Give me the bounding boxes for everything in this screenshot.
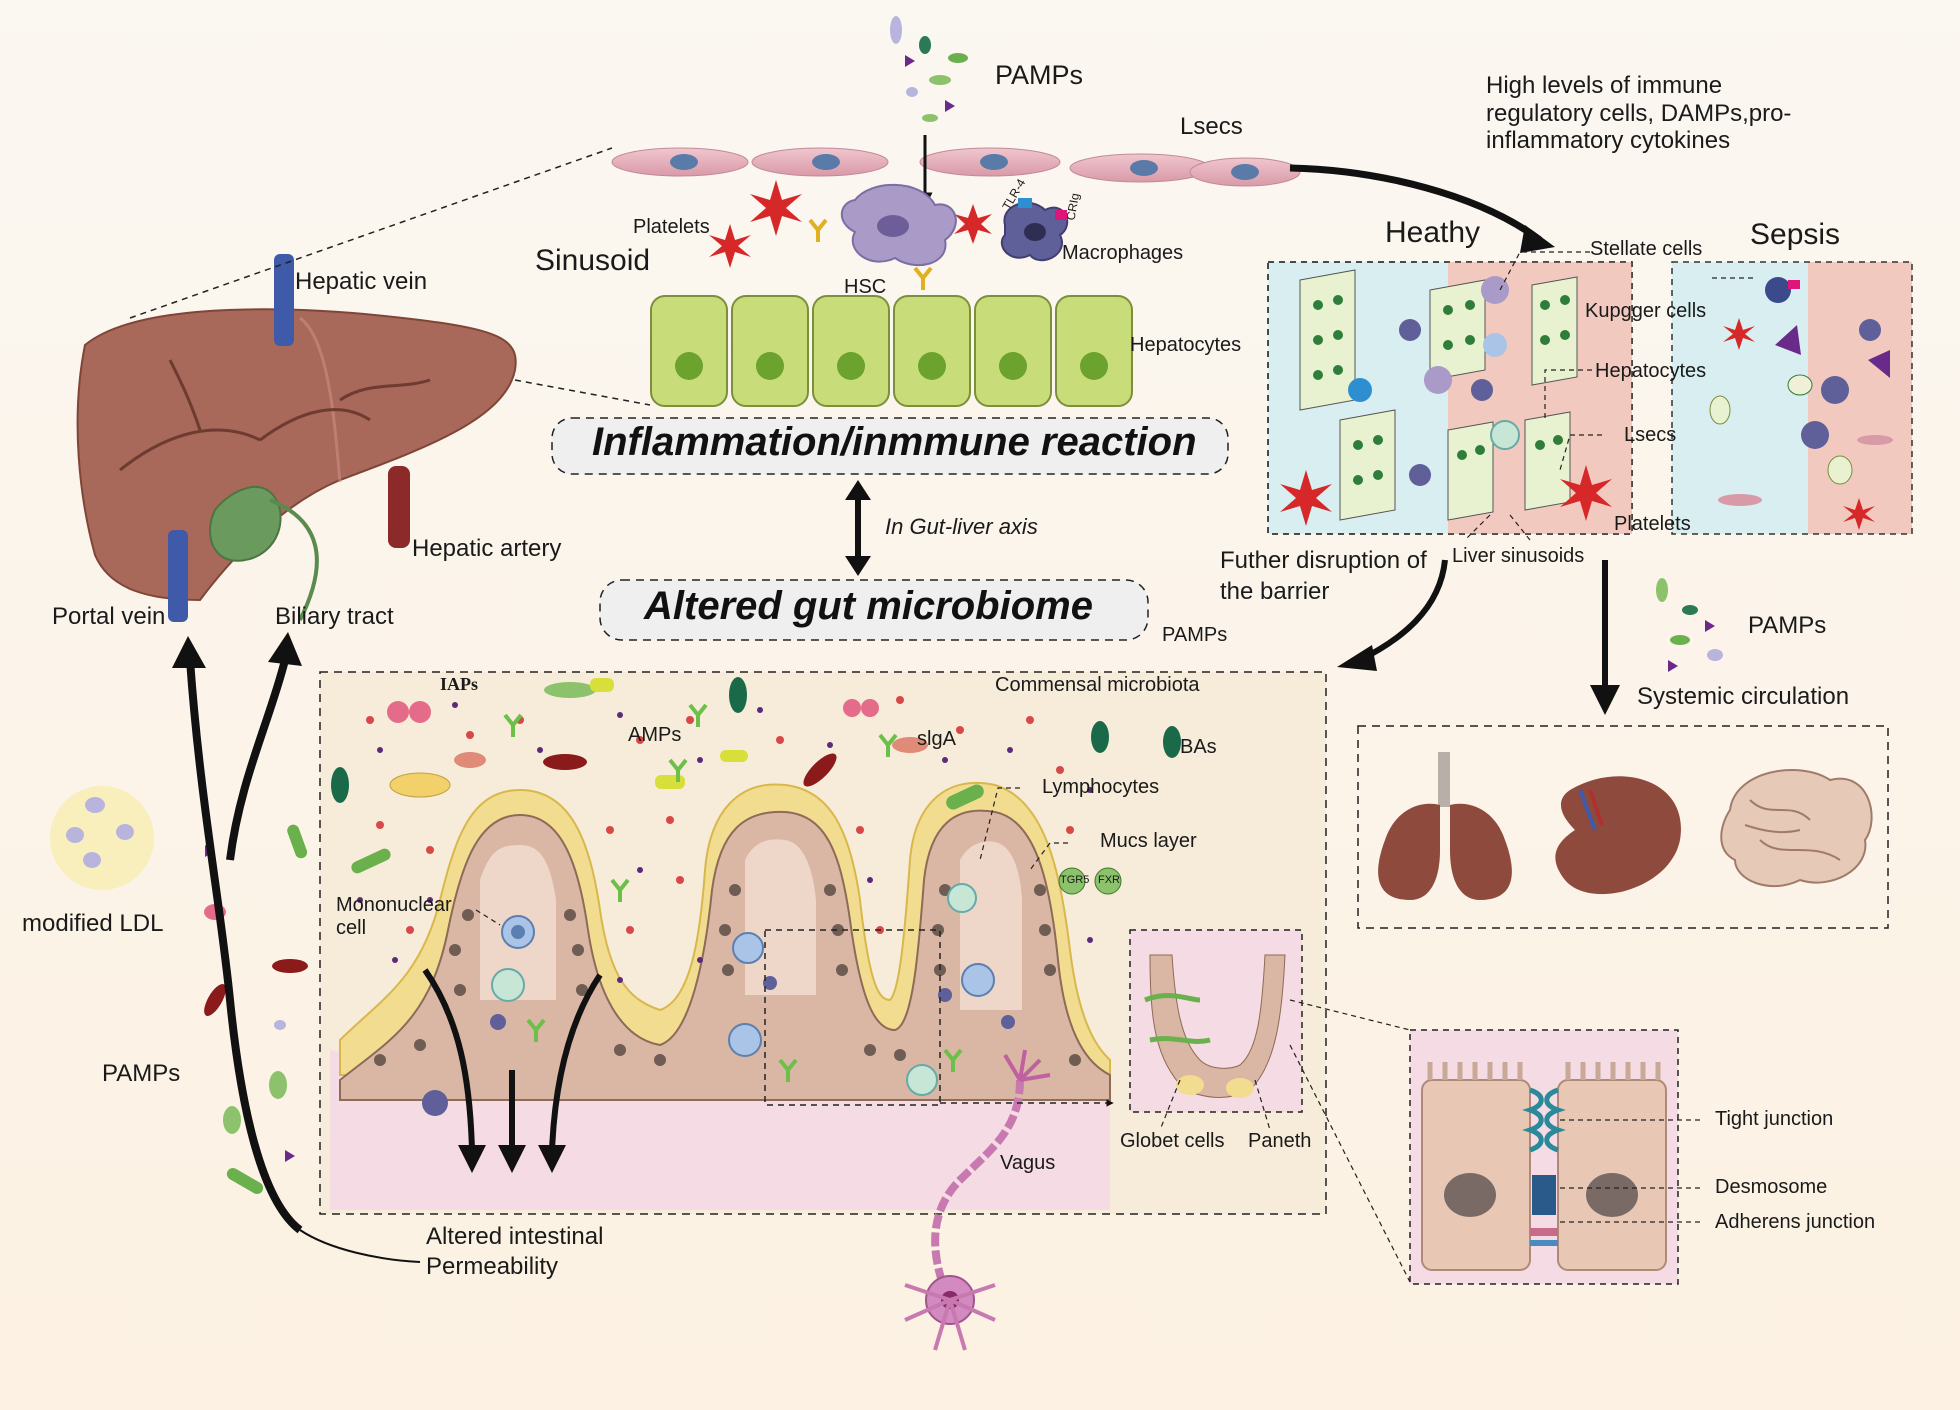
crypt-callout-lines	[1159, 999, 1411, 1283]
liver-illustration	[76, 308, 517, 621]
label-goblet-cells: Globet cells	[1120, 1130, 1225, 1152]
label-platelets-panel: Platelets	[1614, 513, 1691, 535]
label-high-levels: High levels of immune regulatory cells, …	[1486, 72, 1792, 155]
label-mucs-layer: Mucs layer	[1100, 830, 1197, 852]
gut-liver-double-arrow	[845, 480, 871, 576]
label-altered-permeability: Altered intestinal Permeability	[426, 1223, 604, 1280]
inflammation-banner	[551, 417, 1229, 475]
altered-gut-banner	[599, 579, 1149, 641]
label-tight-junction: Tight junction	[1715, 1108, 1834, 1130]
label-bas: BAs	[1180, 736, 1217, 758]
portal-vein-vessel	[168, 530, 188, 622]
label-hepatocytes-top: Hepatocytes	[1130, 334, 1242, 356]
hsc-cell	[840, 183, 957, 267]
label-paneth: Paneth	[1248, 1130, 1312, 1152]
label-hepatic-vein: Hepatic vein	[295, 268, 428, 295]
label-kupffer-cells: Kupgger cells	[1585, 300, 1707, 322]
hepatocyte-row	[650, 295, 1133, 407]
label-siga: slgA	[917, 728, 956, 750]
label-amps: AMPs	[628, 724, 682, 746]
label-iaps: IAPs	[440, 674, 479, 694]
label-pamps-mid: PAMPs	[1162, 624, 1228, 646]
modified-ldl-blob	[50, 786, 154, 890]
label-hepatic-artery: Hepatic artery	[412, 535, 562, 562]
pamps-cluster-right	[1656, 578, 1723, 672]
lsec-layer	[611, 147, 1301, 187]
arrows-to-liver	[172, 632, 421, 1263]
label-further-disruption: Futher disruption of the barrier	[1220, 547, 1427, 606]
lungs-icon	[1378, 752, 1512, 900]
arrow-to-gut	[1337, 559, 1448, 671]
immune-cells-gut	[422, 883, 1015, 1116]
macrophage-cell-top	[1000, 198, 1069, 262]
label-sinusoid: Sinusoid	[535, 244, 651, 277]
receptor-badges	[1058, 867, 1122, 895]
pamps-cluster-top	[890, 16, 968, 122]
hepatic-vein-vessel	[274, 254, 294, 346]
banner-altered-gut: Altered gut microbiome	[644, 584, 1093, 628]
label-vagus: Vagus	[1000, 1152, 1056, 1174]
hepatic-artery-vessel	[388, 466, 410, 548]
permeability-arrows	[422, 968, 603, 1173]
label-modified-ldl: modified LDL	[22, 910, 164, 937]
label-platelets-top: Platelets	[633, 216, 710, 238]
label-commensal-microbiota: Commensal microbiota	[995, 674, 1200, 696]
banner-inflammation: Inflammation/inmmune reaction	[592, 420, 1197, 464]
label-lsecs-panel: Lsecs	[1624, 424, 1677, 446]
zoom-guide-lines	[129, 147, 651, 406]
label-lymphocytes: Lymphocytes	[1042, 776, 1160, 798]
label-sepsis: Sepsis	[1750, 218, 1841, 251]
label-lsecs-top: Lsecs	[1180, 113, 1243, 140]
arrow-to-healthy	[1289, 164, 1555, 253]
spleen-icon	[1555, 776, 1681, 895]
label-mononuclear-cell: Mononuclear cell	[336, 894, 452, 939]
label-tgr5: TGR5	[1060, 874, 1090, 886]
label-pamps-left: PAMPs	[102, 1060, 181, 1087]
cell-junction-box	[1409, 1029, 1679, 1285]
label-adherens-junction: Adherens junction	[1715, 1211, 1876, 1233]
gut-callout-lines	[475, 787, 1068, 926]
panel-callout-lines	[1464, 251, 1755, 541]
pamps-cluster-left	[204, 824, 308, 1194]
label-in-gut-liver: In Gut-liver axis	[885, 514, 1038, 539]
label-hsc: HSC	[844, 276, 887, 298]
label-macrophages: Macrophages	[1062, 242, 1184, 264]
label-systemic-circulation: Systemic circulation	[1637, 683, 1850, 710]
label-stellate-cells: Stellate cells	[1590, 238, 1703, 260]
crypt-zoom	[1129, 929, 1303, 1113]
arrow-to-systemic	[1590, 560, 1620, 715]
label-pamps-top: PAMPs	[995, 60, 1084, 90]
label-hepatocytes-panel: Hepatocytes	[1595, 360, 1707, 382]
label-pamps-right: PAMPs	[1748, 612, 1827, 639]
antibodies-top	[808, 218, 933, 290]
bacteria-commensal	[331, 677, 1181, 874]
label-portal-vein: Portal vein	[52, 603, 166, 630]
vagus-nerve	[904, 1049, 1051, 1351]
label-biliary-tract: Biliary tract	[275, 603, 394, 630]
label-liver-sinusoids: Liver sinusoids	[1452, 545, 1585, 567]
healthy-panel	[1267, 261, 1633, 535]
label-fxr: FXR	[1098, 874, 1120, 886]
organs-box	[1357, 725, 1889, 929]
label-desmosome: Desmosome	[1715, 1176, 1828, 1198]
platelet-stars-top	[709, 180, 992, 268]
iga-antibodies	[503, 703, 963, 1082]
brain-icon	[1720, 769, 1873, 888]
sepsis-panel	[1671, 261, 1913, 535]
label-healthy: Heathy	[1385, 216, 1481, 249]
